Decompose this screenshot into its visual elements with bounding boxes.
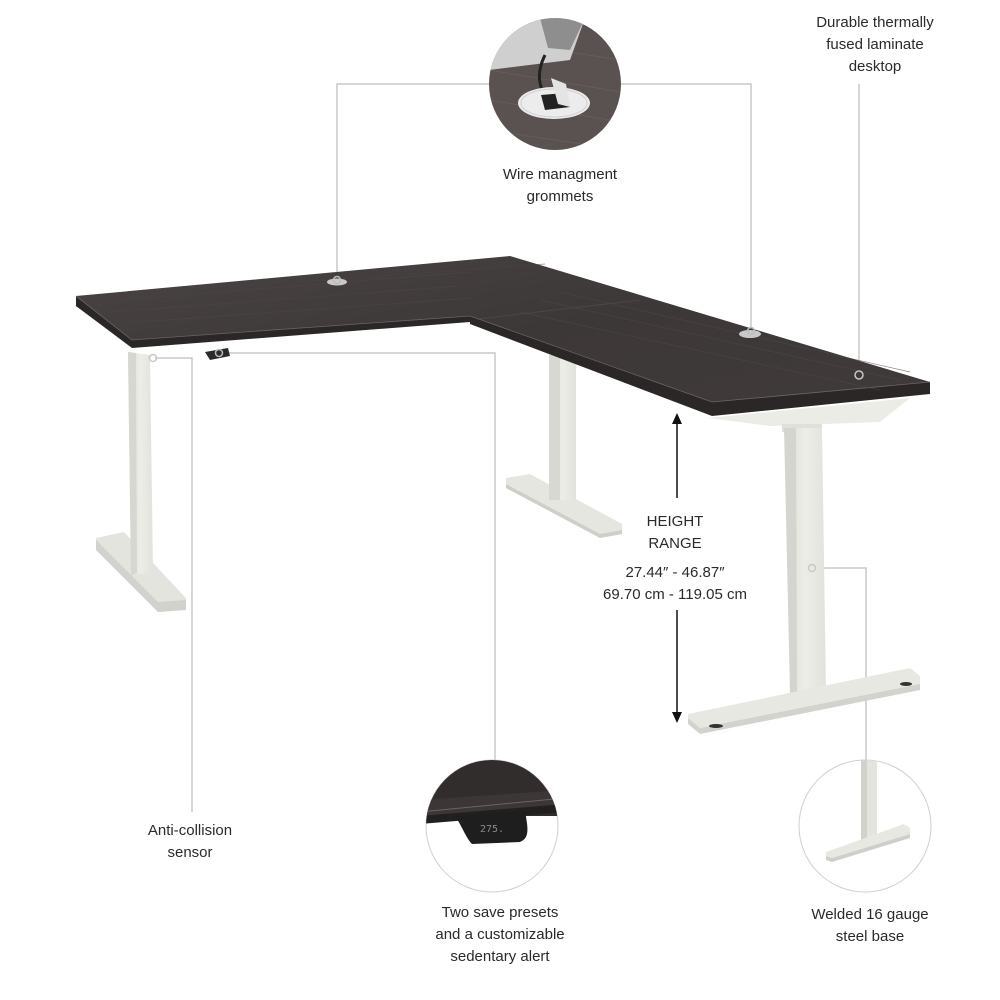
grommets-label: Wire managment grommets — [470, 164, 650, 208]
laminate-label-line: Durable thermally — [816, 14, 934, 31]
grommet-detail-photo — [489, 18, 621, 150]
desktop — [75, 256, 931, 416]
svg-text:275.: 275. — [480, 824, 504, 835]
grommets-label-line: Wire managment — [502, 166, 618, 183]
height-title-line: HEIGHT — [646, 513, 704, 530]
callout-lines — [155, 83, 867, 812]
presets-label-line: sedentary alert — [450, 948, 550, 965]
height-title-line: RANGE — [648, 535, 702, 552]
anti-collision-label: Anti-collision sensor — [110, 820, 270, 864]
laminate-label-line: fused laminate — [826, 36, 924, 53]
height-range-values: 27.44″ - 46.87″ 69.70 cm - 119.05 cm — [560, 562, 790, 606]
height-range-cm: 69.70 cm - 119.05 cm — [603, 586, 747, 603]
keypad-controller — [205, 348, 230, 360]
grommet-left — [327, 275, 347, 286]
steel-base-label-line: Welded 16 gauge — [811, 906, 929, 923]
collision-marker — [148, 353, 158, 363]
middle-leg — [506, 355, 622, 538]
height-range-arrows — [672, 413, 682, 723]
height-range-title: HEIGHT RANGE — [600, 511, 750, 555]
laminate-label-line: desktop — [848, 58, 902, 75]
grommets-label-line: grommets — [526, 188, 594, 205]
right-leg — [688, 398, 920, 734]
presets-label-line: Two save presets — [441, 904, 559, 921]
presets-detail-photo: 275. — [425, 759, 559, 893]
steel-base-label-line: steel base — [835, 928, 905, 945]
laminate-label: Durable thermally fused laminate desktop — [770, 12, 980, 78]
laminate-marker — [854, 370, 864, 380]
presets-label: Two save presets and a customizable sede… — [400, 902, 600, 968]
presets-label-line: and a customizable — [435, 926, 565, 943]
grommet-right — [739, 326, 761, 338]
anti-collision-label-line: sensor — [167, 844, 213, 861]
steel-base-label: Welded 16 gauge steel base — [770, 904, 970, 948]
left-leg — [96, 352, 186, 612]
anti-collision-label-line: Anti-collision — [147, 822, 233, 839]
height-range-inches: 27.44″ - 46.87″ — [625, 564, 725, 581]
steel-base-detail-photo — [798, 759, 932, 893]
